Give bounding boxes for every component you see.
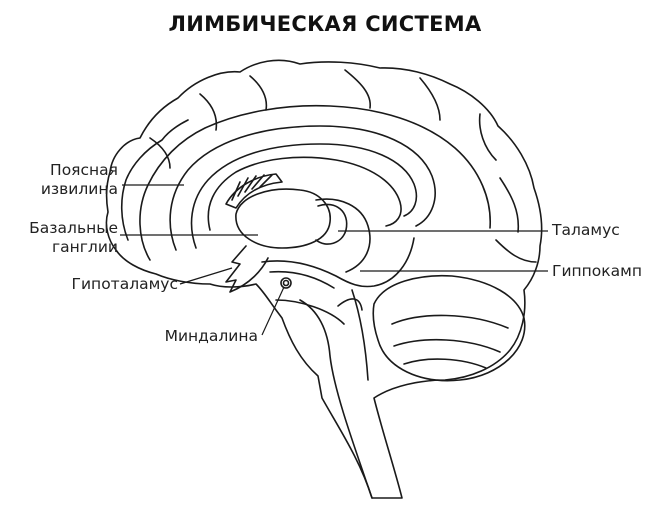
- cortex-fold-5: [419, 77, 441, 121]
- cortex-fold-4: [344, 69, 371, 109]
- fornix: [315, 198, 371, 273]
- hypothalamus-shape: [225, 245, 269, 293]
- cortex-fold-2: [120, 119, 189, 241]
- label-cingulate-line1: Поясная: [50, 161, 118, 179]
- pointer-hypothalamus: [179, 267, 233, 285]
- label-thalamus: Таламус: [552, 221, 620, 239]
- thalamus-shape: [235, 188, 331, 249]
- cortex-fold-10: [149, 137, 171, 169]
- cerebellum: [372, 274, 526, 382]
- cortex-fold-1: [139, 104, 491, 261]
- label-basal-line1: Базальные: [29, 219, 118, 237]
- diagram-title: ЛИМБИЧЕСКАЯ СИСТЕМА: [168, 12, 482, 36]
- label-cingulate: Поясная извилина: [18, 161, 118, 199]
- cortex-fold-6: [478, 113, 497, 161]
- cingulate-outer: [169, 125, 436, 251]
- cortex-fold-8: [495, 239, 537, 263]
- temporal-contour: [275, 299, 345, 325]
- cortex-outline: [105, 59, 543, 499]
- cortex-fold-7: [499, 177, 520, 233]
- pons: [337, 298, 363, 311]
- label-hypothalamus: Гипоталамус: [71, 275, 178, 293]
- pointer-amygdala: [261, 286, 285, 336]
- corpus-callosum: [207, 156, 402, 231]
- brainstem-left: [299, 299, 373, 499]
- hippocampus-shape: [261, 237, 415, 288]
- label-cingulate-line2: извилина: [40, 180, 118, 198]
- cortex-fold-9: [199, 93, 218, 131]
- amygdala-shape: [280, 277, 292, 289]
- label-basal-line2: ганглии: [52, 238, 118, 256]
- cingulate-inner: [190, 143, 418, 249]
- basal-ganglia-stripes: [225, 173, 283, 209]
- thalamus-lobe: [315, 203, 348, 245]
- label-hippocampus: Гиппокамп: [552, 262, 642, 280]
- label-amygdala: Миндалина: [164, 327, 258, 345]
- cortex-fold-3: [249, 75, 268, 111]
- label-basal-ganglia: Базальные ганглии: [4, 219, 118, 257]
